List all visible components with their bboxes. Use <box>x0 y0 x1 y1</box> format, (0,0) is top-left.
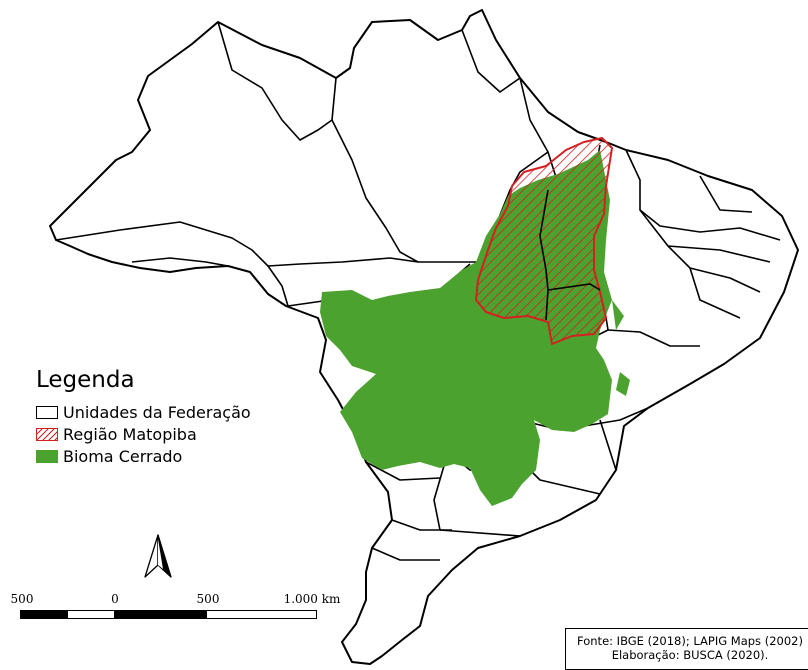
legend-item-cerrado: Bioma Cerrado <box>36 445 251 467</box>
matopiba-state-lines <box>539 189 601 321</box>
source-line: Fonte: IBGE (2018); LAPIG Maps (2002) <box>577 634 803 648</box>
credits-line: Elaboração: BUSCA (2020). <box>611 648 769 662</box>
scale-label: 1.000 km <box>283 592 341 606</box>
matopiba-swatch <box>36 427 58 441</box>
scale-bar-graphic <box>20 610 317 619</box>
scale-label: 500 <box>10 592 34 606</box>
legend-item-states: Unidades da Federação <box>36 401 251 423</box>
legend-label: Bioma Cerrado <box>63 446 183 466</box>
scale-label: 500 <box>196 592 220 606</box>
matopiba-region <box>475 137 613 345</box>
map-legend: Legenda Unidades da Federação Região Mat… <box>36 367 251 467</box>
scale-bar: 500 0 500 1.000 km <box>11 592 341 632</box>
legend-label: Região Matopiba <box>63 424 197 444</box>
legend-label: Unidades da Federação <box>63 402 251 422</box>
states-swatch <box>36 405 58 419</box>
source-credits: Fonte: IBGE (2018); LAPIG Maps (2002) El… <box>565 628 808 670</box>
legend-item-matopiba: Região Matopiba <box>36 423 251 445</box>
scale-label: 0 <box>111 592 119 606</box>
legend-title: Legenda <box>36 367 135 393</box>
cerrado-swatch <box>36 449 58 463</box>
north-arrow-icon <box>144 534 172 578</box>
